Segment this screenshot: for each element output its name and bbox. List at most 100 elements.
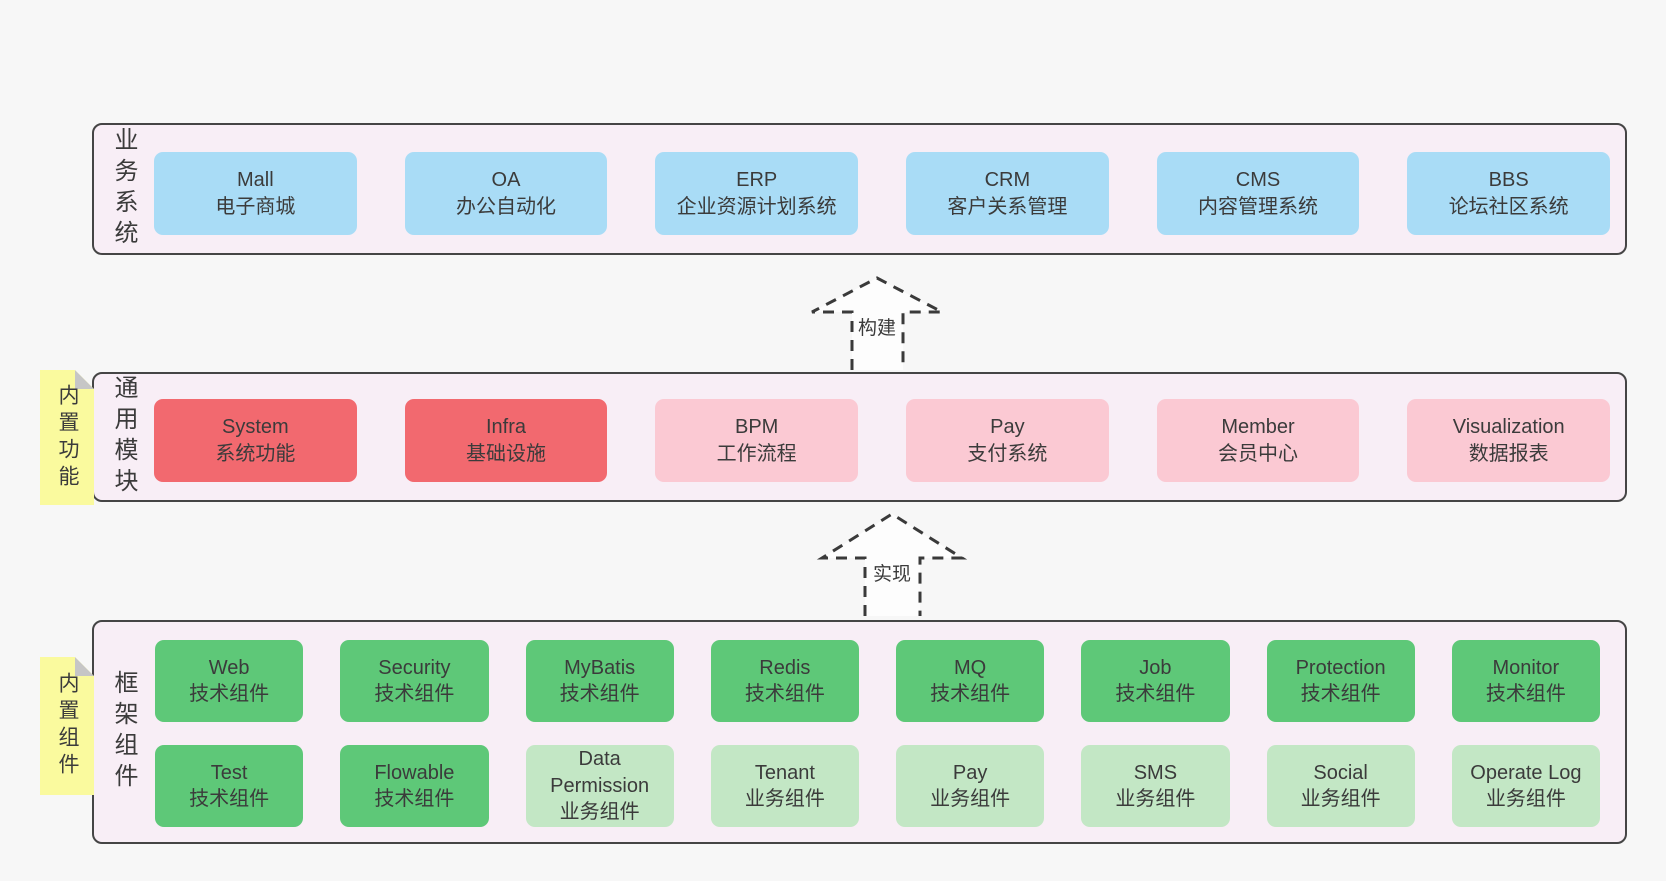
module-description: 技术组件 <box>559 683 640 705</box>
module-box-security: Security 技术组件 <box>340 640 489 722</box>
module-name: Mall <box>237 169 274 192</box>
module-description: 业务组件 <box>930 788 1011 810</box>
built-in-components-tag-label: 内置组件 <box>56 672 79 780</box>
module-description: 技术组件 <box>374 683 455 705</box>
module-description: 办公自动化 <box>456 195 556 218</box>
layer-label-business-systems: 业务系统 <box>110 127 137 251</box>
module-box-mq: MQ 技术组件 <box>896 640 1045 722</box>
module-box-cms: CMS 内容管理系统 <box>1156 152 1360 235</box>
module-box-mall: Mall 电子商城 <box>154 152 357 235</box>
module-name: Test <box>210 761 248 784</box>
module-box-member: Member 会员中心 <box>1156 399 1360 482</box>
module-name: Redis <box>759 656 811 679</box>
module-box-job: Job 技术组件 <box>1081 640 1230 722</box>
implement-arrow-icon <box>816 512 968 616</box>
module-description: 业务组件 <box>744 788 825 810</box>
module-name: CRM <box>984 169 1031 192</box>
module-name: CMS <box>1235 169 1281 192</box>
module-description: 技术组件 <box>1115 683 1196 705</box>
module-description: 会员中心 <box>1218 442 1299 465</box>
module-box-pay: Pay 业务组件 <box>896 745 1045 827</box>
module-name: BPM <box>735 416 779 439</box>
module-box-pay: Pay 支付系统 <box>906 399 1109 482</box>
module-name: Member <box>1221 416 1295 439</box>
module-description: 基础设施 <box>466 442 546 465</box>
module-box-flowable: Flowable 技术组件 <box>340 745 489 827</box>
module-name: Social <box>1313 761 1368 784</box>
module-name: Pay <box>952 761 988 784</box>
built-in-components-tag: 内置组件 <box>40 657 94 795</box>
module-name: Infra <box>485 416 527 439</box>
module-box-data-permission: Data Permission 业务组件 <box>525 745 674 827</box>
module-box-visualization: Visualization 数据报表 <box>1407 399 1611 482</box>
layer-label-common-modules: 通用模块 <box>110 375 137 499</box>
module-box-protection: Protection 技术组件 <box>1266 640 1415 722</box>
built-in-features-tag: 内置功能 <box>40 370 94 505</box>
module-description: 技术组件 <box>1300 683 1381 705</box>
module-name: Monitor <box>1492 656 1560 679</box>
module-name: Job <box>1139 656 1172 679</box>
module-box-redis: Redis 技术组件 <box>710 640 859 722</box>
module-description: 论坛社区系统 <box>1448 195 1569 218</box>
module-description: 客户关系管理 <box>947 195 1068 218</box>
module-box-oa: OA 办公自动化 <box>404 152 608 235</box>
module-box-web: Web 技术组件 <box>155 640 304 722</box>
module-box-monitor: Monitor 技术组件 <box>1451 640 1600 722</box>
module-description: 电子商城 <box>215 195 296 218</box>
module-name: System <box>221 416 289 439</box>
module-description: 技术组件 <box>374 788 455 810</box>
module-description: 数据报表 <box>1468 442 1549 465</box>
common-modules-row: System 系统功能 Infra 基础设施 BPM 工作流程 Pay 支付系统 Member 会… <box>154 399 1611 482</box>
module-box-sms: SMS 业务组件 <box>1081 745 1230 827</box>
module-box-bpm: BPM 工作流程 <box>655 399 859 482</box>
module-description: 业务组件 <box>559 801 640 824</box>
module-box-infra: Infra 基础设施 <box>404 399 608 482</box>
module-description: 系统功能 <box>215 442 296 465</box>
module-name: OA <box>491 169 521 192</box>
module-description: 技术组件 <box>189 788 270 810</box>
module-name: Flowable <box>374 761 455 784</box>
module-name: Operate Log <box>1470 761 1582 784</box>
module-name: Protection <box>1295 656 1386 679</box>
layer-label-framework-components: 框架组件 <box>110 670 137 794</box>
module-name: Visualization <box>1452 416 1565 439</box>
module-description: 技术组件 <box>744 683 825 705</box>
implement-arrow-label: 实现 <box>872 564 911 585</box>
module-name: BBS <box>1488 169 1529 192</box>
module-name: Pay <box>990 416 1025 439</box>
module-name: MyBatis <box>564 656 636 679</box>
module-description: 工作流程 <box>716 442 797 465</box>
built-in-features-tag-label: 内置功能 <box>56 383 79 492</box>
module-name: Security <box>378 656 451 679</box>
module-description: 技术组件 <box>930 683 1011 705</box>
module-name: Tenant <box>754 761 815 784</box>
module-name: MQ <box>954 656 987 679</box>
module-name: ERP <box>736 169 778 192</box>
module-name: SMS <box>1133 761 1178 784</box>
module-description: 技术组件 <box>1485 683 1566 705</box>
build-arrow-label: 构建 <box>857 318 896 339</box>
module-name: Data Permission <box>550 748 650 797</box>
module-box-social: Social 业务组件 <box>1266 745 1415 827</box>
module-box-crm: CRM 客户关系管理 <box>906 152 1109 235</box>
build-arrow-icon <box>811 276 943 370</box>
module-box-test: Test 技术组件 <box>155 745 304 827</box>
module-description: 业务组件 <box>1300 788 1381 810</box>
module-box-bbs: BBS 论坛社区系统 <box>1407 152 1611 235</box>
module-description: 业务组件 <box>1115 788 1196 810</box>
module-box-mybatis: MyBatis 技术组件 <box>525 640 674 722</box>
module-description: 内容管理系统 <box>1198 195 1319 218</box>
module-description: 技术组件 <box>189 683 270 705</box>
module-name: Web <box>208 656 250 679</box>
module-box-system: System 系统功能 <box>154 399 357 482</box>
module-box-tenant: Tenant 业务组件 <box>710 745 859 827</box>
module-description: 支付系统 <box>967 442 1048 465</box>
